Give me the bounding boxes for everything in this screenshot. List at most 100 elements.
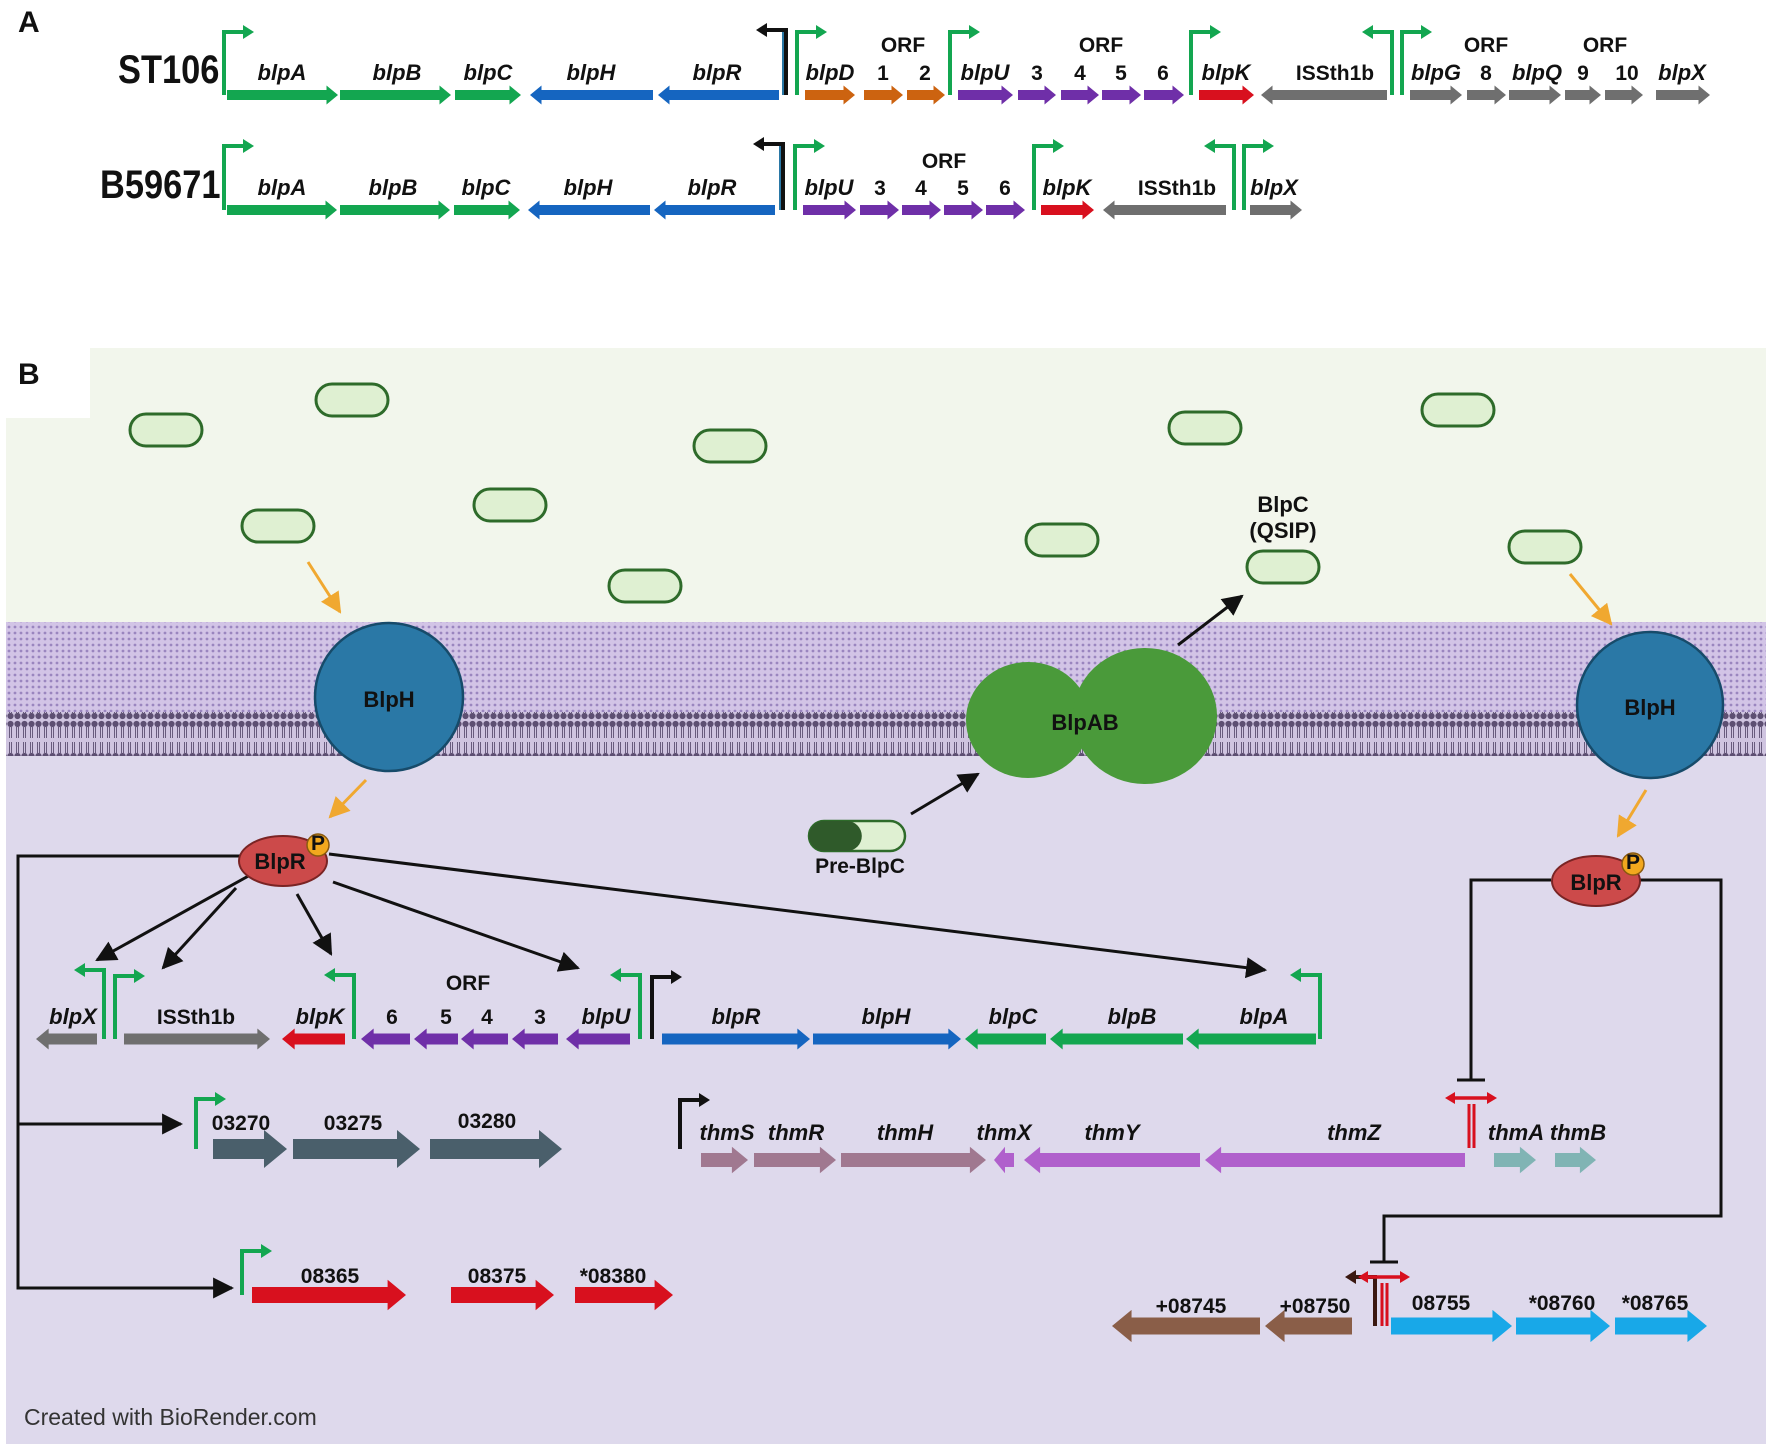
st106-promoter-blpA (222, 30, 248, 95)
operon-087-label-*08765: *08765 (1622, 1292, 1689, 1315)
operon-087-gene-08755 (1391, 1309, 1512, 1343)
thm-label-thmZ: thmZ (1327, 1120, 1382, 1145)
blpR-regulator-left (238, 835, 328, 887)
promoter-08755-bidirectional (1400, 1271, 1410, 1283)
panel-a-letter: A (18, 6, 40, 39)
thm-label-thmS: thmS (700, 1120, 755, 1145)
b59671-gene-blpH (528, 200, 650, 220)
thm-gene-thmS (701, 1146, 748, 1174)
b59671-label-blpC: blpC (462, 175, 512, 200)
extracellular-blpC-peptide-9-body (1507, 529, 1583, 565)
st106-promoter-blpR-head (756, 23, 767, 37)
blp-locus-label-blpB: blpB (1108, 1004, 1157, 1029)
blp-promoter-blpX-head (74, 963, 85, 977)
phosphate-left (306, 833, 330, 857)
st106-label-blpR: blpR (693, 60, 742, 85)
st106-label-2: 2 (919, 62, 931, 85)
phosphate-label-left: P (311, 832, 325, 855)
membrane-bilayer (6, 712, 1766, 756)
extracellular-blpC-peptide-2 (472, 487, 548, 523)
b59671-promoter-blpX-head (1263, 139, 1274, 153)
st106-label-blpU: blpU (961, 60, 1011, 85)
st106-gene-10 (1605, 85, 1643, 105)
repression-blpR-to-thmA (1469, 878, 1551, 1080)
st106-promoter-blpK-head (1210, 25, 1221, 39)
b59671-label-4: 4 (915, 177, 927, 200)
st106-orf-label-3: ORF (1583, 34, 1628, 57)
arrow-blpR-to-blpU (332, 880, 580, 972)
st106-gene-5 (1102, 85, 1141, 105)
st106-label-blpQ: blpQ (1512, 60, 1562, 85)
st106-promoter-blpR (762, 28, 788, 95)
blp-locus-label-blpC: blpC (989, 1004, 1039, 1029)
operon-087-label-08755: 08755 (1412, 1292, 1471, 1315)
st106-promoter-blpG (1400, 30, 1426, 95)
blp-locus-label-blpH: blpH (862, 1004, 912, 1029)
blp-locus-orf-label: ORF (446, 972, 491, 995)
blp-promoter-blpA (1296, 973, 1322, 1039)
st106-promoter-ISSth1b-head (1362, 25, 1373, 39)
blp-locus-gene-6 (361, 1028, 410, 1050)
promoter-08755-bidirectional (1358, 1271, 1368, 1283)
b59671-gene-blpR (654, 200, 775, 220)
b59671-gene-blpC (454, 200, 520, 220)
operon-032-label-03270: 03270 (212, 1112, 270, 1135)
extracellular-blpC-peptide-1 (314, 382, 390, 418)
blpAB-lobe-left (966, 662, 1090, 778)
b59671-gene-blpX (1250, 200, 1302, 220)
blp-locus-label-blpK: blpK (296, 1004, 347, 1029)
b59671-label-blpB: blpB (369, 175, 418, 200)
blp-locus-label-blpA: blpA (1240, 1004, 1289, 1029)
st106-label-5: 5 (1115, 62, 1127, 85)
b59671-label-ISSth1b: ISSth1b (1138, 177, 1216, 200)
operon-087-gene-*08760 (1516, 1309, 1610, 1343)
blpAB-label: BlpAB (1051, 710, 1118, 735)
st106-promoter-blpU (948, 30, 974, 95)
secreted-blpC-peptide (1245, 549, 1321, 585)
pre-blpC-label: Pre-BlpC (815, 855, 905, 878)
b59671-gene-blpU (803, 200, 856, 220)
blp-promoter-blpR (650, 975, 676, 1039)
st106-label-blpA: blpA (258, 60, 307, 85)
blp-promoter-ISSth1b-head (134, 969, 145, 983)
blp-promoter-blpK (330, 973, 356, 1039)
repression-blpR-to-08755 (1382, 878, 1723, 1262)
operon-087-gene-*08765 (1615, 1309, 1707, 1343)
extracellular-blpC-peptide-1-body (314, 382, 390, 418)
secreted-blpC-peptide-body (1245, 549, 1321, 585)
thm-label-thmB: thmB (1550, 1120, 1606, 1145)
st106-label-6: 6 (1157, 62, 1169, 85)
blp-promoter-blpK-head (324, 968, 335, 982)
extracellular-blpC-peptide-0-body (128, 412, 204, 448)
b59671-label-blpX: blpX (1250, 175, 1299, 200)
thm-gene-thmX (994, 1146, 1014, 1174)
blp-locus-label-blpU: blpU (582, 1004, 632, 1029)
promoter-08365-head (261, 1244, 272, 1258)
membrane-outer-leaflet (6, 622, 1766, 714)
extracellular-blpC-peptide-4 (692, 428, 768, 464)
st106-gene-blpC (455, 85, 521, 105)
blp-promoter-blpX (80, 968, 106, 1039)
operon-087-gene-+08750 (1265, 1309, 1352, 1343)
blp-promoter-blpU-head (610, 968, 621, 982)
b59671-gene-blpA (227, 200, 337, 220)
arrow-blpR-to-blpK (295, 893, 333, 956)
extracellular-blpC-peptide-6 (1024, 522, 1100, 558)
arrow-blpR-to-ISSth1b (161, 886, 238, 970)
blpAB-lobe-right (1073, 648, 1217, 784)
b59671-label-blpH: blpH (564, 175, 614, 200)
blp-locus-gene-blpB (1050, 1028, 1183, 1050)
strain-label-b59671: B59671 (100, 163, 221, 207)
operon-083-label-08365: 08365 (301, 1265, 360, 1288)
promoter-03270 (194, 1097, 220, 1149)
st106-gene-2 (907, 85, 945, 105)
blp-locus-gene-ISSth1b (124, 1028, 270, 1050)
st106-label-4: 4 (1074, 62, 1086, 85)
arrow-peptide-to-blpH-right (1568, 573, 1613, 626)
promoter-thmA-bidirectional (1445, 1092, 1455, 1104)
st106-label-blpH: blpH (567, 60, 617, 85)
st106-gene-blpU (958, 85, 1013, 105)
extracellular-peptides (128, 382, 1583, 853)
qsip-label: (QSIP) (1249, 518, 1316, 543)
